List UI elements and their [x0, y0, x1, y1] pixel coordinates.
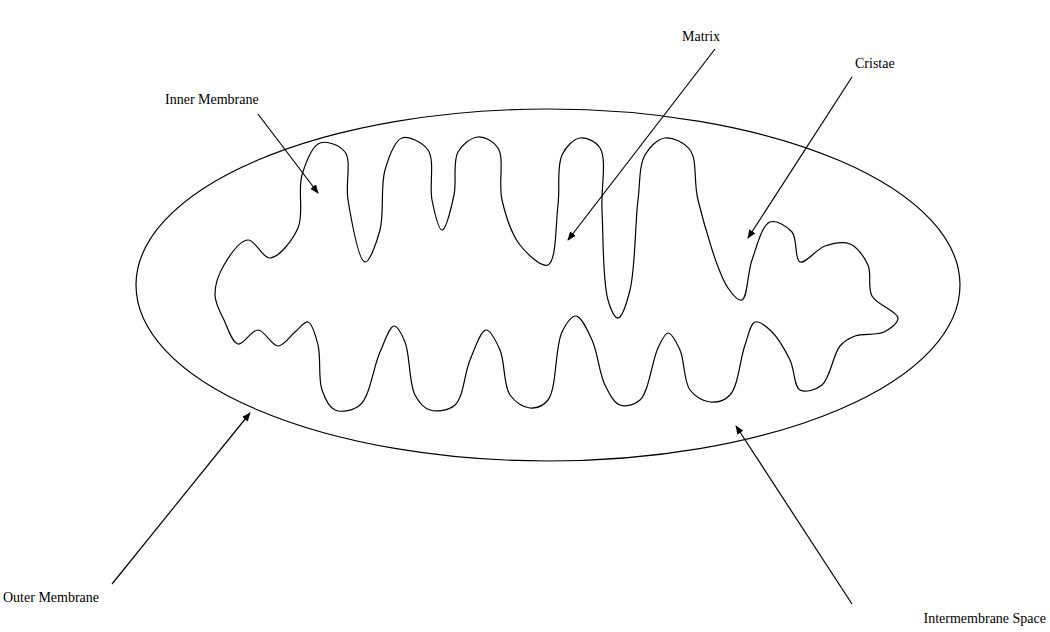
leader-line: [568, 49, 715, 240]
part-label: Inner Membrane: [165, 92, 259, 108]
leader-line: [736, 426, 852, 604]
leader-line: [112, 413, 250, 584]
leader-line: [258, 114, 318, 193]
leader-line: [748, 77, 852, 238]
part-label: Outer Membrane: [3, 590, 99, 606]
outer-membrane-outline: [136, 109, 960, 461]
part-label: Cristae: [855, 56, 895, 72]
inner-membrane-outline: [215, 137, 898, 411]
part-label: Intermembrane Space: [924, 611, 1046, 627]
part-label: Matrix: [682, 29, 720, 45]
